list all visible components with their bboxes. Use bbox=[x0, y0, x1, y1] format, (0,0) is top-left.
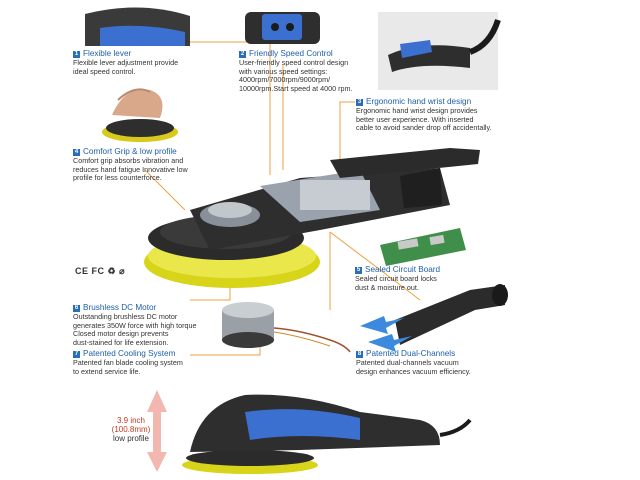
callout-description: Patented dual-channels vacuum design enh… bbox=[356, 358, 471, 376]
height-caption: low profile bbox=[112, 434, 149, 443]
callout-title: Sealed Circuit Board bbox=[365, 265, 441, 274]
certification-marks: CE FC ♻ ⌀ bbox=[75, 266, 125, 276]
callout-title: Flexible lever bbox=[83, 49, 132, 58]
height-inch: 3.9 inch bbox=[116, 416, 146, 425]
callout-title: Patented Cooling System bbox=[83, 349, 176, 358]
main-sander-image bbox=[144, 148, 480, 288]
circuit-board-image bbox=[380, 228, 466, 266]
height-mm: (100.8mm) bbox=[111, 425, 151, 434]
lever-detail-image bbox=[85, 7, 190, 46]
callout-number: 7 bbox=[73, 350, 80, 358]
callout-number: 2 bbox=[239, 50, 246, 58]
callout-description: Outstanding brushless DC motor generates… bbox=[73, 312, 197, 347]
callout-description: User-friendly speed control design with … bbox=[239, 58, 353, 93]
callout-description: Comfort grip absorbs vibration and reduc… bbox=[73, 156, 188, 183]
callout-description: Flexible lever adjustment provide ideal … bbox=[73, 58, 179, 76]
callout-number: 5 bbox=[355, 266, 362, 274]
cable-detail-image bbox=[378, 12, 501, 90]
motor-image bbox=[222, 302, 351, 353]
leader-ergonomic bbox=[339, 101, 355, 168]
height-label: 3.9 inch (100.8mm) low profile bbox=[105, 416, 157, 443]
callout-title: Friendly Speed Control bbox=[249, 49, 333, 58]
callout-description: Patented fan blade cooling system to ext… bbox=[73, 358, 183, 376]
callout-title: Comfort Grip & low profile bbox=[83, 147, 177, 156]
callout-description: Ergonomic hand wrist design provides bet… bbox=[356, 106, 492, 133]
callout-number: 6 bbox=[73, 304, 80, 312]
callout-number: 3 bbox=[356, 98, 363, 106]
leader-dual bbox=[329, 231, 421, 301]
callout-description: Sealed circuit board locks dust & moistu… bbox=[355, 274, 437, 292]
dual-channel-image bbox=[360, 284, 508, 352]
leader-comfort-grip bbox=[144, 169, 186, 211]
callout-number: 8 bbox=[356, 350, 363, 358]
hand-grip-image bbox=[102, 88, 178, 142]
callout-title: Patented Dual-Channels bbox=[366, 349, 456, 358]
callout-title: Ergonomic hand wrist design bbox=[366, 97, 472, 106]
callout-number: 4 bbox=[73, 148, 80, 156]
callout-number: 1 bbox=[73, 50, 80, 58]
height-arrow bbox=[147, 390, 167, 472]
speed-control-image bbox=[245, 12, 320, 44]
profile-sander-image bbox=[182, 394, 472, 474]
callout-title: Brushless DC Motor bbox=[83, 303, 157, 312]
